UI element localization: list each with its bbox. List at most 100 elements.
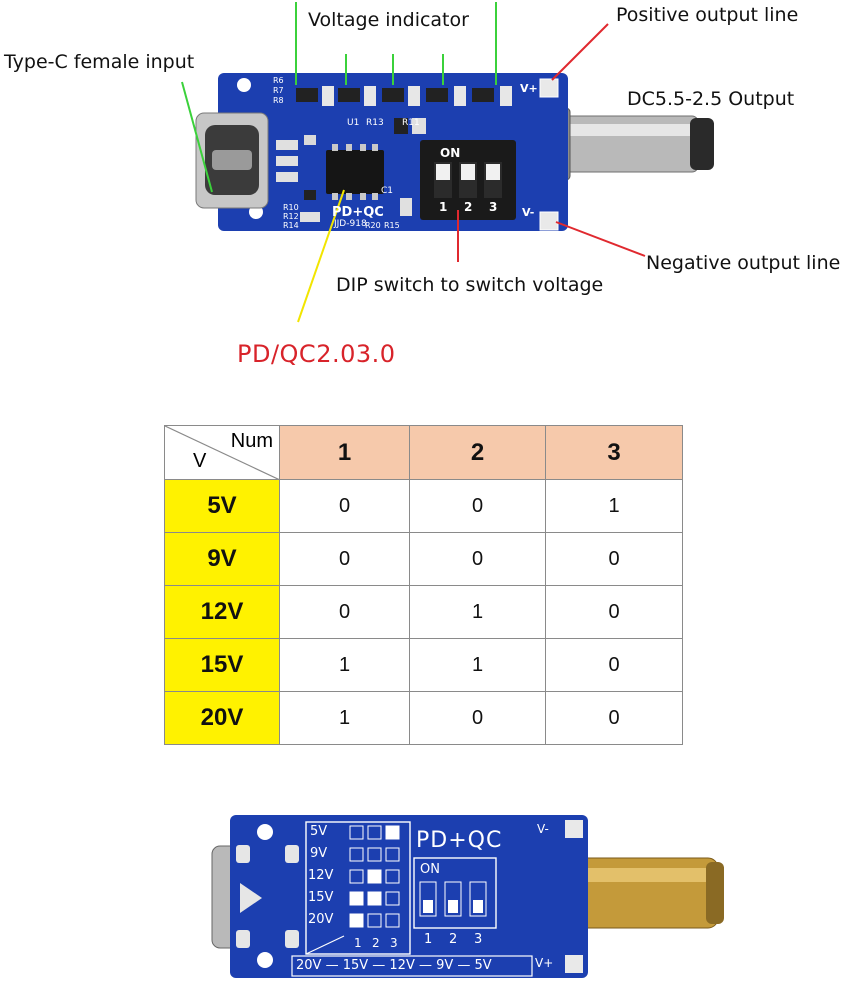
row-voltage: 9V xyxy=(164,532,280,586)
table-cell: 1 xyxy=(279,691,410,745)
silk-brand: PD+QC xyxy=(332,205,384,220)
label-negative-output: Negative output line xyxy=(646,252,841,274)
back-v-plus: V+ xyxy=(535,956,554,970)
table-cell: 0 xyxy=(545,691,683,745)
play-triangle-icon xyxy=(240,883,262,913)
smd-components xyxy=(276,118,426,222)
annotation-arrows xyxy=(181,2,646,323)
grid-cell xyxy=(385,869,400,884)
silk-ref-r10: R10 xyxy=(283,203,299,212)
back-col-1: 1 xyxy=(354,936,362,950)
table-row: 20V 1 0 0 xyxy=(164,691,683,745)
grid-cell xyxy=(367,913,382,928)
grid-cell xyxy=(367,825,382,840)
label-protocol: PD/QC2.03.0 xyxy=(237,340,396,368)
row-voltage: 12V xyxy=(164,585,280,639)
grid-cell xyxy=(367,891,382,906)
table-cell: 0 xyxy=(279,479,410,533)
table-row: 12V 0 1 0 xyxy=(164,585,683,639)
table-cell: 0 xyxy=(545,638,683,692)
corner-num-label: Num xyxy=(230,430,273,452)
back-v-minus: V- xyxy=(537,822,549,836)
back-col-3: 3 xyxy=(390,936,398,950)
row-voltage: 20V xyxy=(164,691,280,745)
grid-cell xyxy=(367,869,382,884)
table-row: 5V 0 0 1 xyxy=(164,479,683,533)
table-corner: Num V xyxy=(164,425,280,480)
silk-switch-2: 2 xyxy=(464,200,473,214)
back-dip-graphic xyxy=(419,881,487,917)
back-volt-12v: 12V xyxy=(308,868,334,883)
table-header-row: Num V 1 2 3 xyxy=(164,425,683,480)
silk-vplus: V+ xyxy=(520,82,538,95)
mount-hole xyxy=(237,78,251,92)
silk-on: ON xyxy=(440,146,461,160)
table-header-cell: 2 xyxy=(409,425,546,480)
table-cell: 0 xyxy=(409,479,546,533)
back-brand: PD+QC xyxy=(416,828,503,853)
silk-ref-r11: R11 xyxy=(402,118,420,128)
back-on: ON xyxy=(420,862,440,877)
silk-ref-r14: R14 xyxy=(283,221,299,230)
grid-cell xyxy=(349,825,364,840)
label-voltage-indicator: Voltage indicator xyxy=(308,9,469,31)
back-switch-2: 2 xyxy=(449,932,458,947)
grid-cell xyxy=(385,847,400,862)
table-header-cell: 3 xyxy=(545,425,683,480)
table-row: 9V 0 0 0 xyxy=(164,532,683,586)
table-cell: 1 xyxy=(409,585,546,639)
grid-cell xyxy=(385,891,400,906)
back-switch-1: 1 xyxy=(424,932,433,947)
table-cell: 1 xyxy=(279,638,410,692)
corner-diagonal xyxy=(165,426,280,480)
table-cell: 0 xyxy=(545,532,683,586)
label-positive-output: Positive output line xyxy=(616,4,799,26)
vminus-pad xyxy=(539,211,559,231)
silk-ref-r13: R13 xyxy=(366,118,384,128)
silk-ref-r20: R20 xyxy=(365,221,381,230)
led-indicator-row xyxy=(296,86,512,106)
voltage-switch-table: Num V 1 2 3 5V 0 0 1 9V 0 0 0 12V 0 1 0 … xyxy=(164,425,683,745)
silk-ref-r6: R6 xyxy=(273,76,284,85)
back-voltage-grid xyxy=(349,825,400,928)
dip-switch xyxy=(420,140,516,220)
silk-ref-c1: C1 xyxy=(381,186,394,196)
back-col-2: 2 xyxy=(372,936,380,950)
type-c-connector xyxy=(195,112,269,209)
back-volt-20v: 20V xyxy=(308,912,334,927)
label-dip-switch: DIP switch to switch voltage xyxy=(336,274,604,296)
grid-cell xyxy=(385,913,400,928)
back-volt-5v: 5V xyxy=(310,824,328,839)
back-switch-3: 3 xyxy=(474,932,483,947)
table-cell: 1 xyxy=(409,638,546,692)
grid-cell xyxy=(349,891,364,906)
back-volt-9v: 9V xyxy=(310,846,328,861)
silk-ref-r12: R12 xyxy=(283,212,299,221)
pcb-board-back xyxy=(230,815,588,978)
table-cell: 1 xyxy=(545,479,683,533)
table-header-cell: 1 xyxy=(279,425,410,480)
silk-switch-3: 3 xyxy=(489,200,498,214)
label-dc-output: DC5.5-2.5 Output xyxy=(627,88,795,110)
table-row: 15V 1 1 0 xyxy=(164,638,683,692)
back-bottom-scale: 20V — 15V — 12V — 9V — 5V xyxy=(296,958,492,973)
vplus-pad xyxy=(539,78,559,98)
grid-cell xyxy=(349,869,364,884)
silk-ref-u1: U1 xyxy=(347,118,360,128)
table-cell: 0 xyxy=(409,691,546,745)
silk-model: JJD-918 xyxy=(334,219,367,229)
label-type-c-input: Type-C female input xyxy=(4,51,195,73)
grid-cell xyxy=(349,913,364,928)
silk-vminus: V- xyxy=(522,206,535,219)
silk-ref-r8: R8 xyxy=(273,96,284,105)
grid-cell xyxy=(349,847,364,862)
grid-cell xyxy=(385,825,400,840)
silk-ref-r7: R7 xyxy=(273,86,284,95)
silk-ref-r15: R15 xyxy=(384,221,400,230)
back-volt-15v: 15V xyxy=(308,890,334,905)
corner-v-label: V xyxy=(193,450,207,472)
silk-switch-1: 1 xyxy=(439,200,448,214)
controller-ic xyxy=(326,144,384,200)
